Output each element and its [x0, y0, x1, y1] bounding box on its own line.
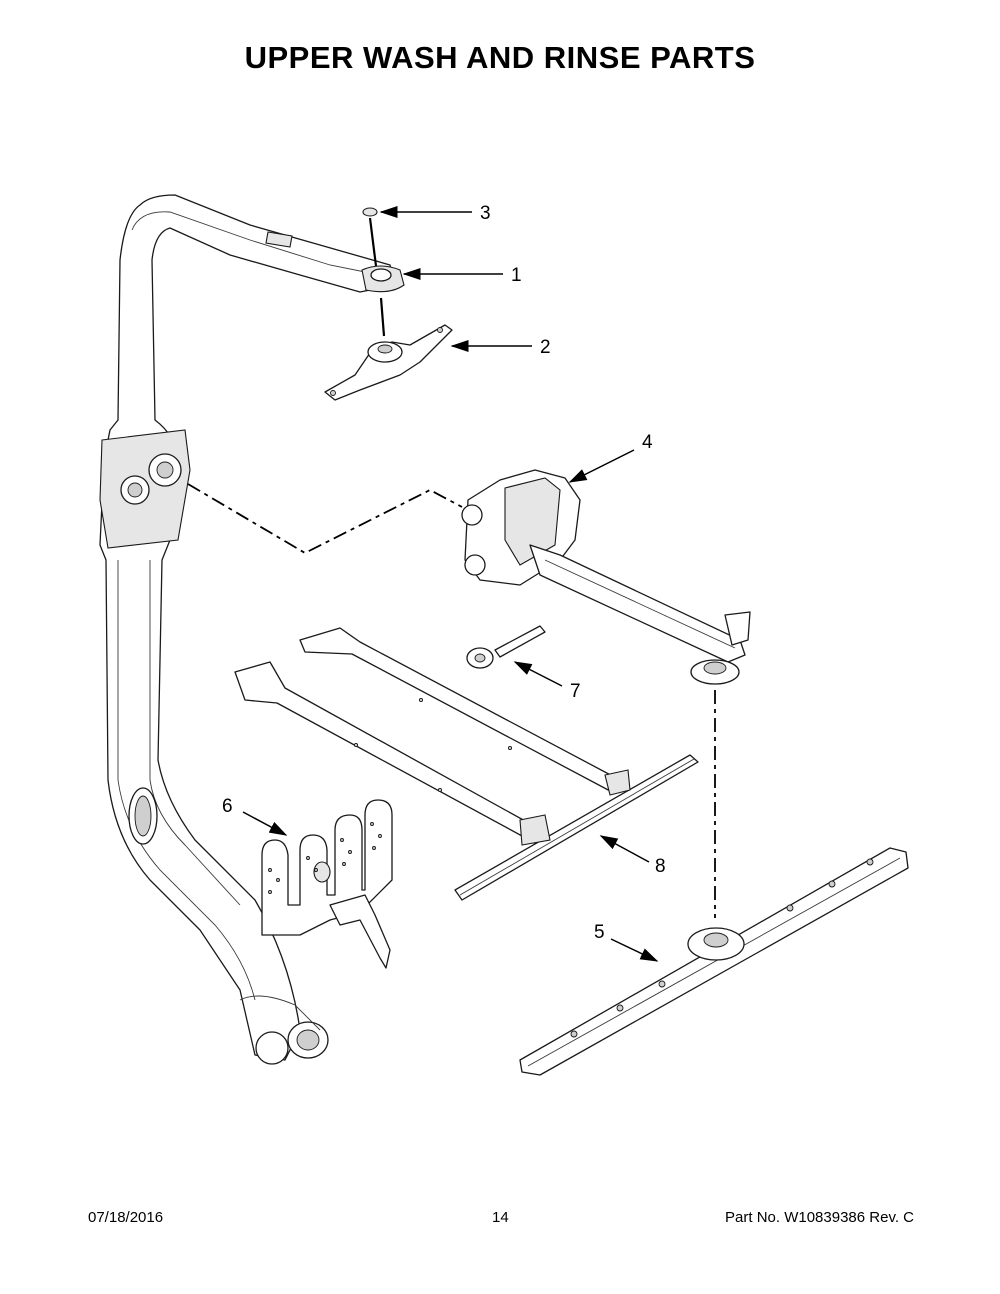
footer-part-number: Part No. W10839386 Rev. C: [725, 1209, 914, 1226]
callout-8-arrow: [599, 835, 650, 863]
callout-6: 6: [222, 796, 233, 817]
part-3-cap: [362, 207, 386, 337]
callout-5: 5: [594, 922, 605, 943]
part-8-spray-assembly: [234, 627, 699, 901]
part-4-manifold: [461, 469, 751, 685]
callout-arrows: [242, 206, 659, 962]
part-5-spray-arm: [519, 847, 909, 1076]
callout-1: 1: [511, 265, 522, 286]
callout-2: 2: [540, 337, 551, 358]
callout-5-arrow: [610, 938, 659, 962]
callout-3: 3: [480, 203, 491, 224]
part-2-spray-mount: [324, 324, 453, 401]
callout-labels: 3 1 2 4 7 6 8 5: [222, 203, 666, 943]
part-1-hub: [361, 265, 405, 293]
callout-7: 7: [570, 681, 581, 702]
footer-date: 07/18/2016: [88, 1209, 164, 1226]
callout-6-arrow: [242, 811, 288, 836]
callout-7-arrow: [513, 661, 563, 687]
callout-8: 8: [655, 856, 666, 877]
page-title: UPPER WASH AND RINSE PARTS: [244, 40, 756, 75]
supply-tube: [99, 194, 396, 1065]
footer-page-number: 14: [492, 1209, 509, 1226]
callout-4: 4: [642, 432, 653, 453]
callout-4-arrow: [568, 449, 635, 483]
connection-lines: [187, 483, 716, 918]
part-7-nozzle: [466, 625, 546, 669]
part-6-deflector: [261, 799, 393, 969]
